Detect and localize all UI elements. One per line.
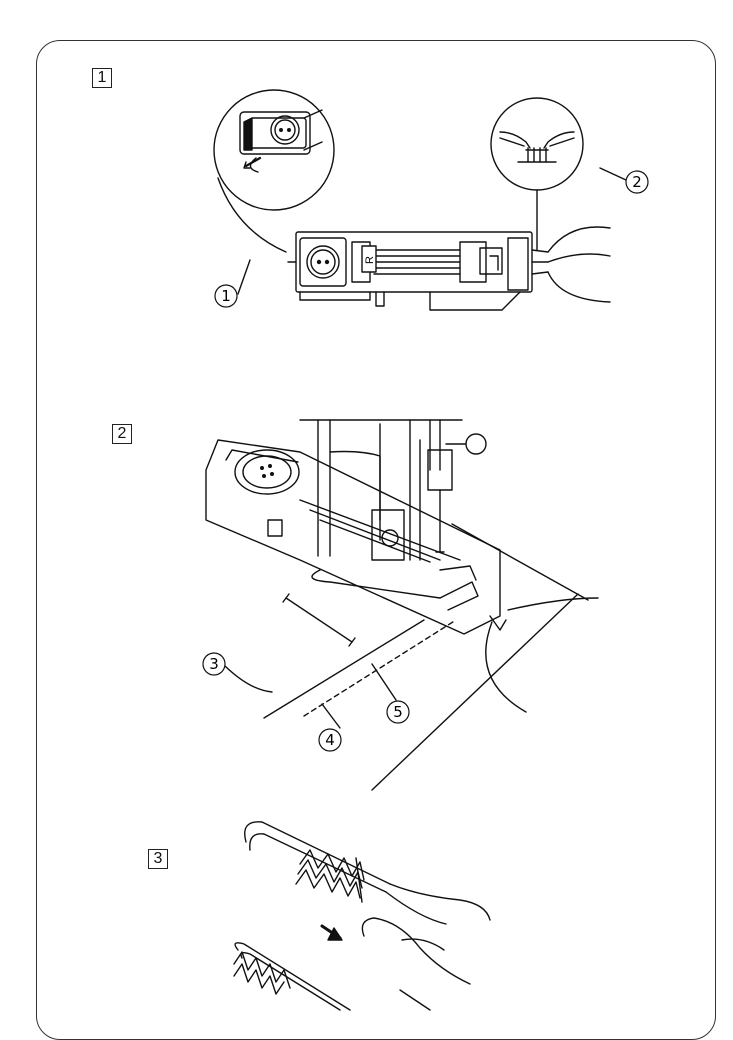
callout-3: 3 [209,655,219,673]
callout-4: 4 [325,731,335,749]
zoom-circle-thread [491,98,583,250]
hand-and-seam-ripper [234,822,490,1010]
machine-head [300,420,486,560]
foot-r-mark: R [364,256,376,264]
callout-2: 2 [632,173,642,191]
buttonhole-guides [264,594,456,718]
buttonhole-foot-2 [206,440,506,634]
callout-5: 5 [393,703,403,721]
buttonhole-foot-1 [288,227,610,310]
callout-1: 1 [221,287,231,305]
illustrations: R 1 2 3 4 5 [0,0,733,1010]
fabric [372,524,598,790]
zoom-circle-lever [214,90,334,252]
